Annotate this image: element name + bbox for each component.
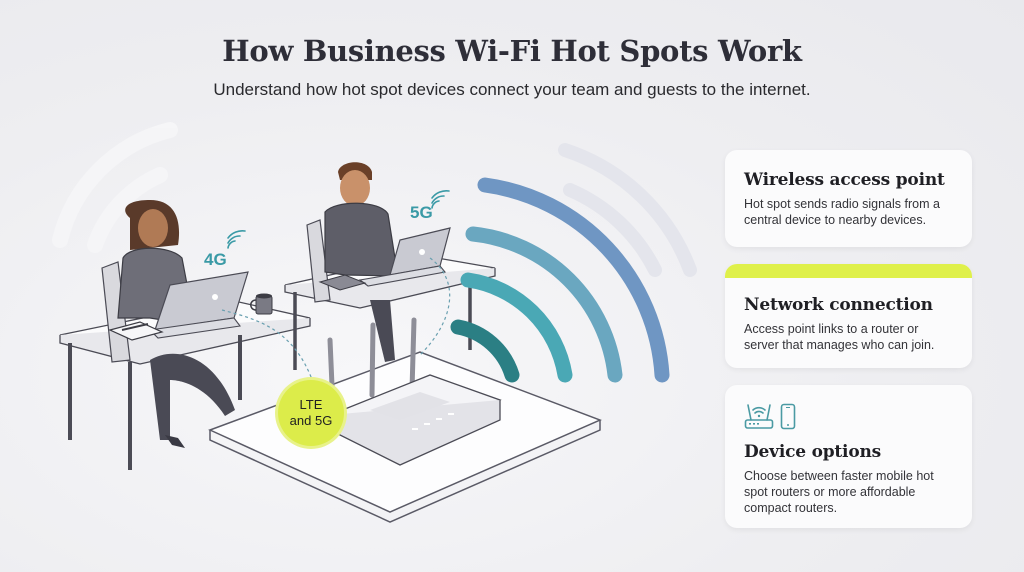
person-man-icon — [324, 162, 412, 362]
card-body: Hot spot sends radio signals from a cent… — [744, 197, 940, 227]
card-title: Wireless access point — [744, 170, 945, 190]
coffee-mug-icon — [250, 293, 273, 315]
page-subtitle: Understand how hot spot devices connect … — [213, 80, 811, 99]
signal-5g-label: 5G — [410, 203, 433, 222]
router-badge: LTE and 5G — [278, 380, 344, 446]
laptop-icon — [358, 227, 451, 287]
signal-4g-label: 4G — [204, 250, 227, 269]
notebook-icon — [108, 321, 164, 341]
notebook-icon — [318, 274, 367, 291]
signal-4g-icon — [227, 230, 246, 249]
card-title: Device options — [744, 442, 881, 462]
phone-icon — [780, 403, 796, 430]
card-title: Network connection — [744, 295, 933, 315]
card-body: Access point links to a router or server… — [744, 322, 935, 352]
background-wave-icon — [52, 122, 178, 253]
laptop-icon — [148, 271, 249, 339]
card-body: Choose between faster mobile hot spot ro… — [744, 469, 934, 515]
card-network-connection: Network connection Access point links to… — [725, 264, 972, 368]
wifi-waves-icon — [450, 177, 670, 383]
card-device-options: Device options Choose between faster mob… — [725, 385, 972, 528]
router-badge-line2: and 5G — [289, 413, 333, 428]
person-woman-icon — [117, 200, 235, 448]
background-wave-icon — [558, 143, 697, 277]
router-badge-line1: LTE — [299, 397, 323, 412]
card-wireless-access-point: Wireless access point Hot spot sends rad… — [725, 150, 972, 247]
hotspot-illustration — [52, 122, 697, 523]
page-title: How Business Wi-Fi Hot Spots Work — [222, 34, 802, 68]
connection-line — [221, 309, 319, 399]
router-icon — [327, 317, 502, 466]
signal-5g-icon — [431, 190, 450, 209]
connection-line — [419, 257, 451, 356]
router-icon — [744, 404, 774, 429]
card-accent-bar — [725, 264, 972, 278]
